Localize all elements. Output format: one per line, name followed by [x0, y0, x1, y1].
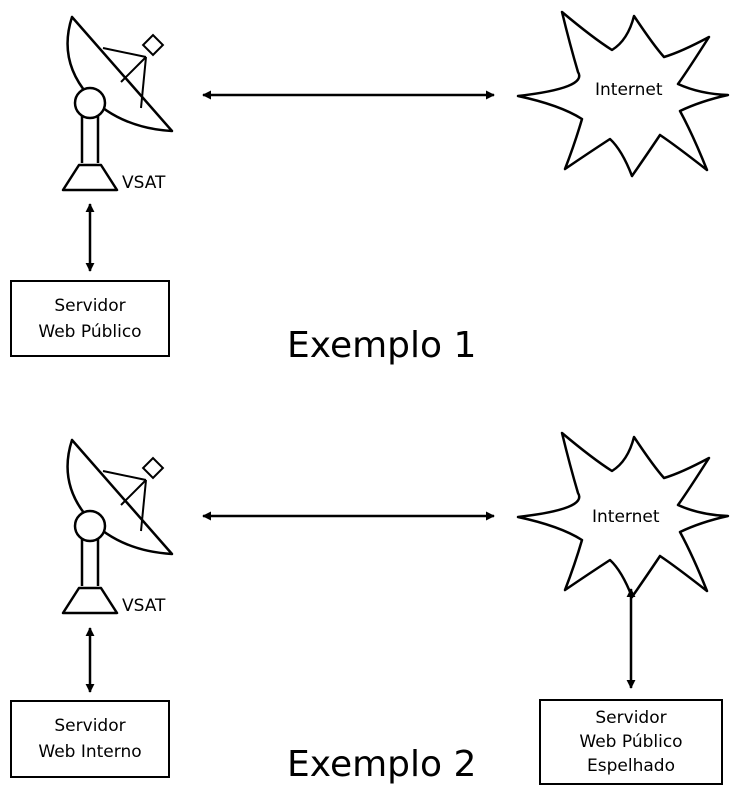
public-web-server-box: Servidor Web Público — [10, 280, 170, 357]
server-label-line2: Web Público — [579, 732, 683, 752]
server-label-line1: Servidor — [54, 295, 126, 316]
mirrored-public-web-server-box: Servidor Web Público Espelhado — [539, 699, 723, 785]
server-label-line1: Servidor — [595, 708, 667, 728]
example1-group — [61, 10, 730, 272]
example2-group — [61, 431, 730, 693]
internet-label: Internet — [592, 507, 660, 527]
example1-title: Exemplo 1 — [287, 325, 477, 366]
internal-web-server-box: Servidor Web Interno — [10, 700, 170, 778]
example2-title: Exemplo 2 — [287, 744, 477, 785]
vsat-label: VSAT — [122, 596, 166, 616]
server-label-line2: Web Interno — [38, 742, 142, 762]
satellite-dish-icon — [61, 438, 174, 615]
satellite-dish-icon — [61, 15, 174, 192]
server-label-line2: Web Público — [38, 321, 142, 342]
vsat-label: VSAT — [122, 173, 166, 193]
server-label-line3: Espelhado — [587, 756, 675, 776]
server-label-line1: Servidor — [54, 716, 126, 736]
internet-label: Internet — [595, 80, 663, 100]
